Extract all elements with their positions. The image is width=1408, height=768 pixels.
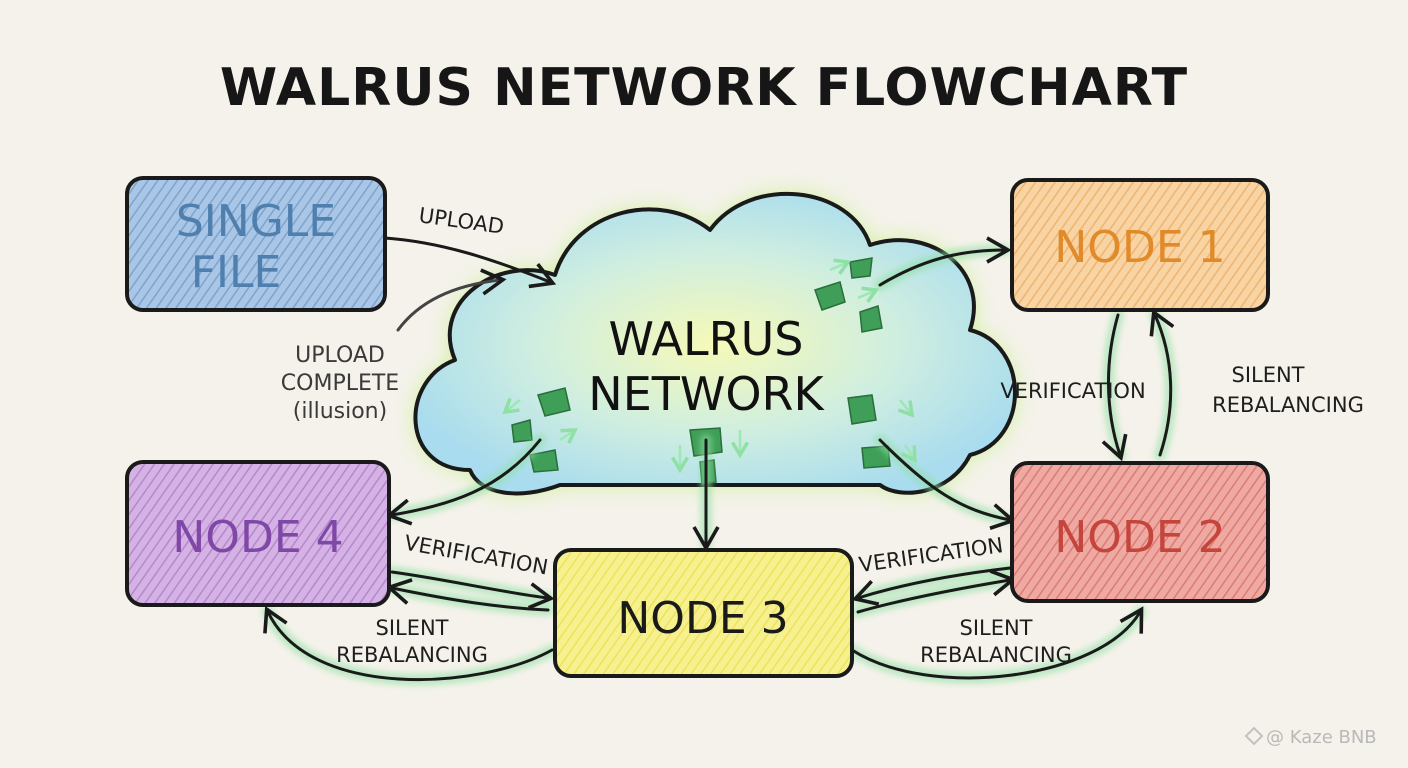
arrow-node3-to-node4 bbox=[385, 578, 550, 612]
arrow-line-layer bbox=[263, 236, 1175, 681]
node2-label: NODE 2 bbox=[1054, 512, 1225, 563]
watermark: @ Kaze BNB bbox=[1244, 726, 1377, 748]
upload-complete-line3: (illusion) bbox=[293, 399, 387, 424]
arrow-node3-to-node2-rebalance bbox=[850, 606, 1144, 680]
arrow-cloud-to-node1 bbox=[878, 236, 1012, 287]
arrow-node2-to-node1 bbox=[1149, 308, 1175, 457]
upload-label: UPLOAD bbox=[417, 203, 505, 239]
fragment bbox=[859, 305, 883, 333]
fragment-arrow bbox=[857, 286, 880, 303]
single-file-label-line1: SINGLE bbox=[176, 196, 336, 247]
node1-label: NODE 1 bbox=[1054, 222, 1225, 273]
node3-label: NODE 3 bbox=[617, 593, 788, 644]
node4-box: NODE 4 bbox=[125, 460, 391, 607]
fragment-arrow bbox=[829, 258, 852, 275]
arrow-upload-complete bbox=[396, 268, 507, 332]
single-file-label-line2: FILE bbox=[191, 247, 282, 298]
rebalancing-label-node3-node2-line2: REBALANCING bbox=[920, 643, 1072, 667]
arrow-node4-to-node3 bbox=[390, 570, 555, 610]
rebalancing-label-node4-node3-line1: SILENT bbox=[375, 616, 448, 640]
single-file-box: SINGLE FILE bbox=[125, 176, 387, 312]
fragment-arrow bbox=[502, 397, 521, 415]
arrow-cloud-to-node4 bbox=[385, 438, 542, 526]
node4-label: NODE 4 bbox=[172, 512, 343, 563]
arrow-node3-to-node2 bbox=[856, 569, 1017, 614]
fragment-arrow bbox=[901, 444, 917, 463]
arrow-upload bbox=[383, 236, 557, 289]
fragment bbox=[849, 257, 873, 279]
diamond-logo-icon bbox=[1244, 726, 1264, 746]
node1-box: NODE 1 bbox=[1010, 178, 1270, 312]
upload-complete-line2: COMPLETE bbox=[281, 371, 399, 396]
fragment bbox=[537, 387, 571, 417]
verification-label-node1-node2: VERIFICATION bbox=[1000, 379, 1145, 403]
node3-box: NODE 3 bbox=[553, 548, 854, 678]
rebalancing-label-node4-node3-line2: REBALANCING bbox=[336, 643, 488, 667]
node2-box: NODE 2 bbox=[1010, 461, 1270, 603]
upload-complete-line1: UPLOAD bbox=[295, 343, 385, 368]
fragment-arrow bbox=[897, 399, 915, 418]
arrow-node1-to-node2 bbox=[1101, 313, 1128, 462]
cloud-label-line1: WALRUS bbox=[609, 312, 804, 366]
fragment bbox=[529, 449, 559, 473]
rebalancing-label-node1-node2-line2: REBALANCING bbox=[1212, 393, 1364, 417]
fragment bbox=[511, 419, 533, 443]
fragment bbox=[847, 394, 877, 425]
rebalancing-label-node3-node2-line1: SILENT bbox=[959, 616, 1032, 640]
fragment bbox=[814, 281, 846, 311]
diagram-title: WALRUS NETWORK FLOWCHART bbox=[220, 58, 1188, 118]
cloud-label-line2: NETWORK bbox=[588, 367, 825, 421]
fragment-arrow bbox=[559, 428, 578, 444]
rebalancing-label-node1-node2-line1: SILENT bbox=[1231, 363, 1304, 387]
watermark-text: @ Kaze BNB bbox=[1266, 727, 1377, 748]
arrow-node3-to-node4-rebalance bbox=[263, 606, 554, 681]
arrow-cloud-to-node2 bbox=[878, 438, 1017, 530]
fragment-arrows bbox=[502, 258, 917, 474]
